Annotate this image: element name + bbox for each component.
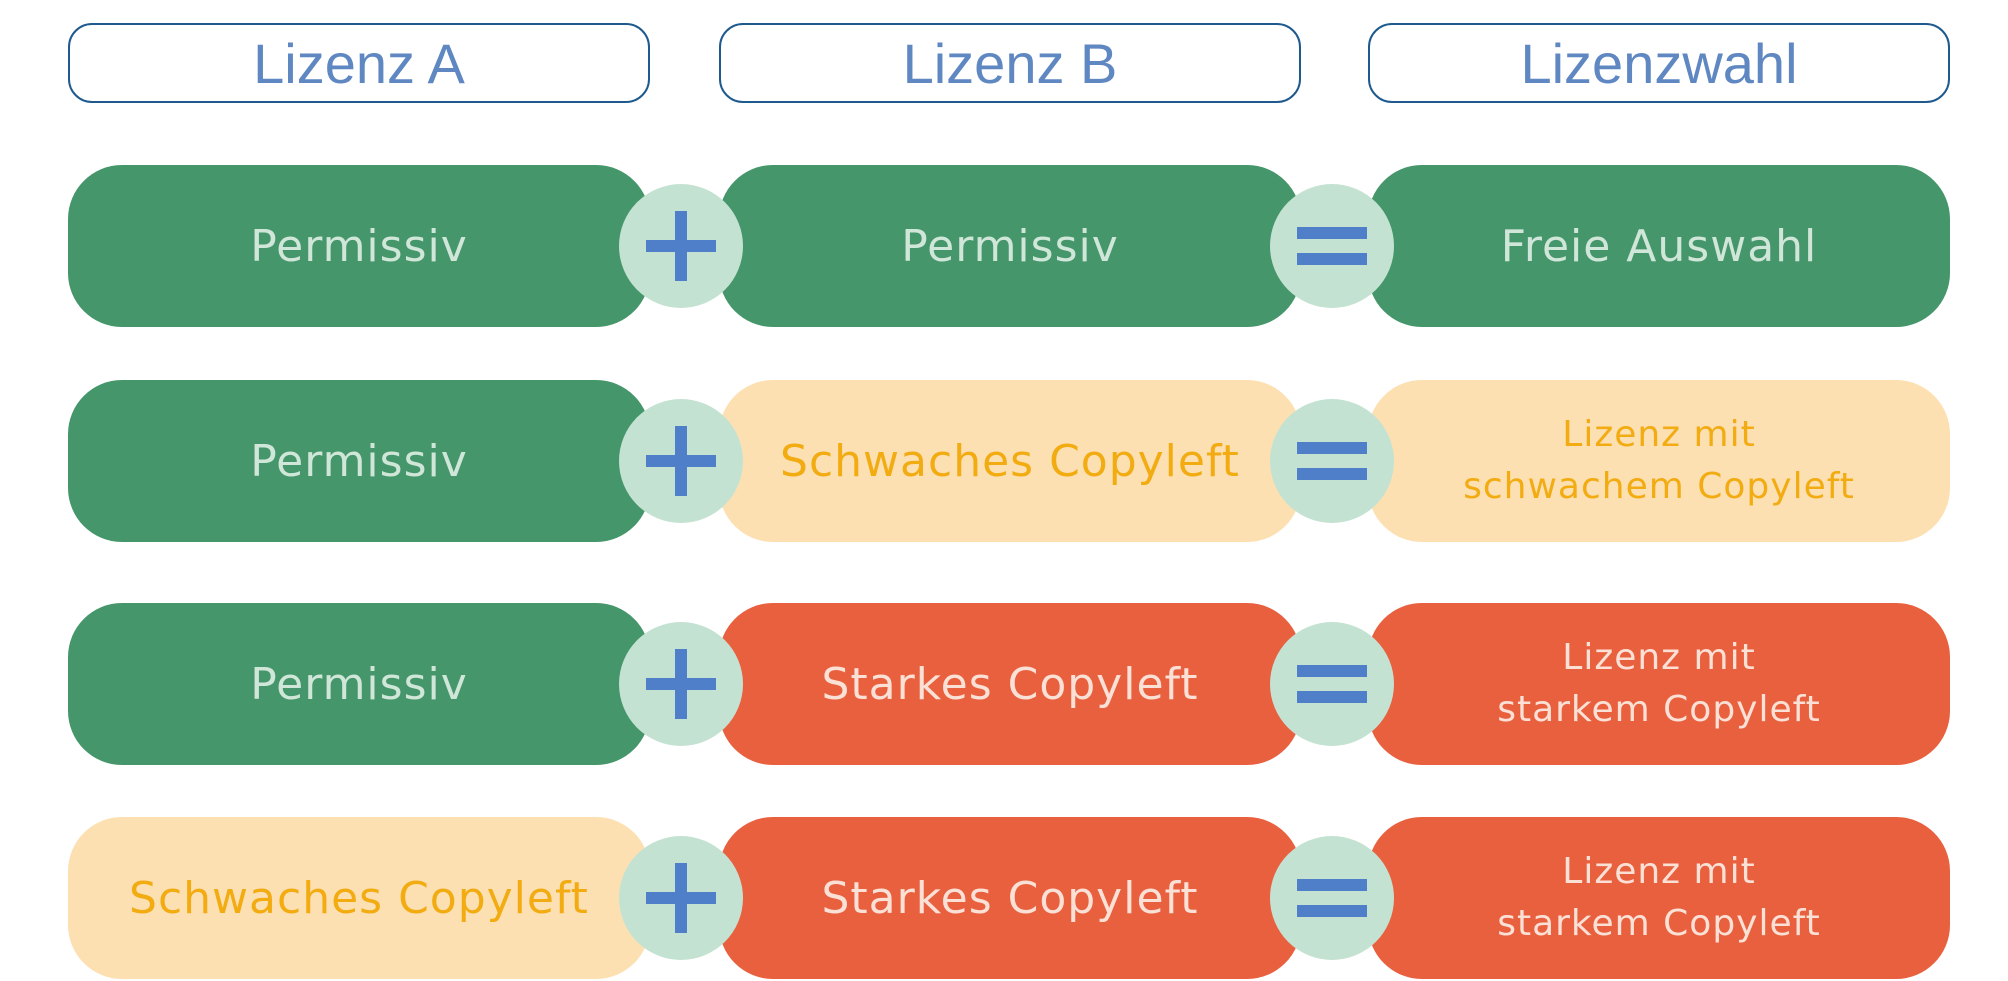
row-2-result: Lizenz mit schwachem Copyleft [1368,380,1950,542]
row-4-result: Lizenz mit starkem Copyleft [1368,817,1950,979]
row-1-license-b: Permissiv [719,165,1301,327]
plus-icon [619,622,743,746]
combination-row-3: Permissiv Starkes Copyleft Lizenz mit st… [0,603,2008,765]
equals-icon [1270,184,1394,308]
equals-icon [1270,622,1394,746]
header-license-a: Lizenz A [68,23,650,103]
row-3-license-b: Starkes Copyleft [719,603,1301,765]
row-2-license-a: Permissiv [68,380,650,542]
plus-icon [619,184,743,308]
row-4-license-b: Starkes Copyleft [719,817,1301,979]
header-license-b: Lizenz B [719,23,1301,103]
plus-icon [619,836,743,960]
row-4-license-a: Schwaches Copyleft [68,817,650,979]
combination-row-2: Permissiv Schwaches Copyleft Lizenz mit … [0,380,2008,542]
row-3-license-a: Permissiv [68,603,650,765]
row-3-result: Lizenz mit starkem Copyleft [1368,603,1950,765]
plus-icon [619,399,743,523]
row-1-license-a: Permissiv [68,165,650,327]
combination-row-4: Schwaches Copyleft Starkes Copyleft Lize… [0,817,2008,979]
equals-icon [1270,836,1394,960]
equals-icon [1270,399,1394,523]
row-2-license-b: Schwaches Copyleft [719,380,1301,542]
combination-row-1: Permissiv Permissiv Freie Auswahl [0,165,2008,327]
header-license-choice: Lizenzwahl [1368,23,1950,103]
row-1-result: Freie Auswahl [1368,165,1950,327]
